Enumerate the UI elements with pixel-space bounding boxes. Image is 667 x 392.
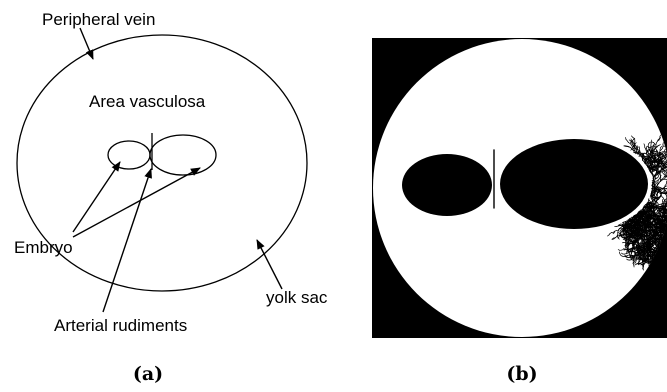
embryo-small-ellipse	[108, 141, 150, 169]
vessel-segment	[652, 214, 653, 216]
vessel-segment	[653, 178, 654, 180]
caption-a: (a)	[133, 363, 163, 385]
vessel-segment	[652, 164, 653, 166]
embryo-large-ellipse	[150, 135, 216, 175]
vessel-segment	[665, 205, 666, 207]
vessel-segment	[657, 209, 658, 211]
label-peripheral-vein: Peripheral vein	[42, 10, 155, 29]
embryo-arrow-small	[73, 162, 120, 232]
vessel-segment	[657, 235, 658, 237]
vessel-segment	[623, 223, 624, 225]
vessel-segment	[626, 138, 627, 140]
label-embryo: Embryo	[14, 238, 73, 257]
vessel-segment	[642, 153, 644, 154]
vessel-segment	[647, 146, 649, 147]
panel-a-schematic: Peripheral vein Area vasculosa Embryo yo…	[14, 10, 328, 335]
vessel-segment	[644, 153, 645, 155]
label-yolk-sac: yolk sac	[266, 288, 328, 307]
label-area-vasculosa: Area vasculosa	[89, 92, 206, 111]
label-arterial-rudiments: Arterial rudiments	[54, 316, 187, 335]
panel-b-simulation	[372, 38, 667, 338]
yolk-sac-arrow	[257, 240, 282, 289]
vessel-segment	[657, 223, 660, 224]
